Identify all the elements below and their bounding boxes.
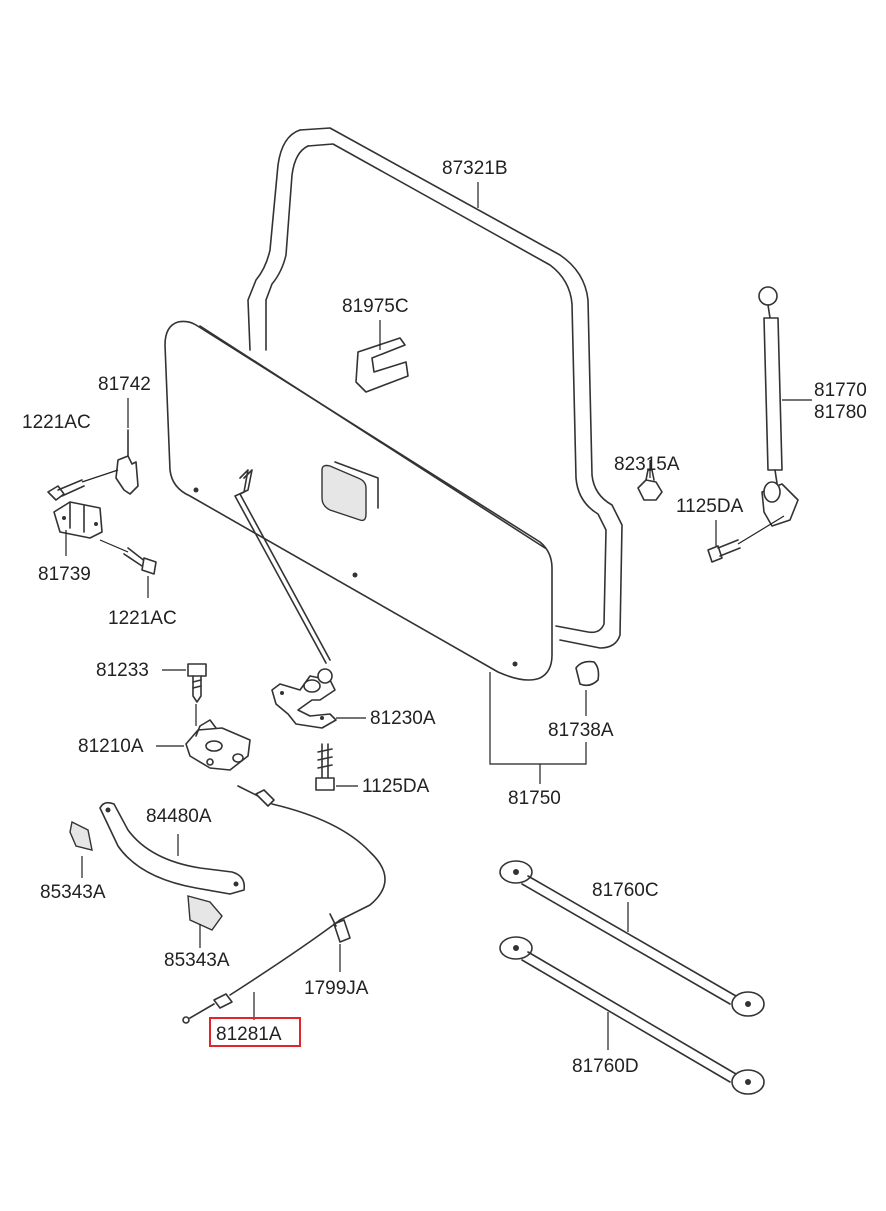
weatherstrip-87321B — [247, 127, 623, 649]
label-81770: 81770 — [814, 380, 867, 401]
bracket-81230A — [271, 668, 337, 729]
label-1125DA-upper: 1125DA — [676, 496, 744, 517]
label-81742: 81742 — [98, 374, 151, 395]
bumper-81738A — [575, 660, 600, 687]
bracket-81742 — [115, 429, 139, 495]
cap-85343A-left — [69, 820, 93, 851]
label-81750: 81750 — [508, 788, 561, 809]
label-82315A: 82315A — [614, 454, 680, 475]
clip-81975C — [355, 337, 409, 393]
label-1799JA: 1799JA — [304, 978, 369, 999]
grommet-82315A — [637, 469, 663, 501]
part-labels: 87321B 81975C 81742 1221AC 81739 1221AC … — [22, 158, 867, 1077]
bolt-1221AC-lower — [99, 539, 157, 575]
bolt-81233 — [187, 663, 207, 703]
label-81780: 81780 — [814, 402, 867, 423]
bolt-1125DA-upper — [707, 515, 785, 563]
trim-panel-81750 — [164, 320, 553, 681]
bolt-1221AC-upper — [47, 469, 119, 501]
label-1125DA-lower: 1125DA — [362, 776, 430, 797]
label-81760C: 81760C — [592, 880, 659, 901]
gas-strut-81770-81780 — [758, 286, 799, 527]
leader-lines — [65, 182, 812, 1050]
handle-84480A — [99, 801, 246, 895]
cable-81281A — [182, 785, 386, 1024]
label-81233: 81233 — [96, 660, 149, 681]
striker-81210A — [185, 719, 251, 771]
label-81738A: 81738A — [548, 720, 614, 741]
label-81210A: 81210A — [78, 736, 144, 757]
label-84480A: 84480A — [146, 806, 212, 827]
label-87321B: 87321B — [442, 158, 508, 179]
label-81975C: 81975C — [342, 296, 409, 317]
latch-rod — [234, 469, 331, 664]
bracket-81739 — [53, 501, 103, 539]
label-81760D: 81760D — [572, 1056, 639, 1077]
stay-81760D — [499, 936, 765, 1095]
stay-81760C — [499, 860, 765, 1017]
cap-85343A-lower — [187, 895, 223, 931]
label-81739: 81739 — [38, 564, 91, 585]
label-81230A: 81230A — [370, 708, 436, 729]
label-81281A: 81281A — [216, 1024, 282, 1045]
label-1221AC-upper: 1221AC — [22, 412, 91, 433]
bolt-1125DA-lower — [315, 743, 335, 791]
label-85343A-lower: 85343A — [164, 950, 230, 971]
label-1221AC-lower: 1221AC — [108, 608, 177, 629]
label-85343A-left: 85343A — [40, 882, 106, 903]
highlight-box-81281A — [209, 1017, 301, 1047]
